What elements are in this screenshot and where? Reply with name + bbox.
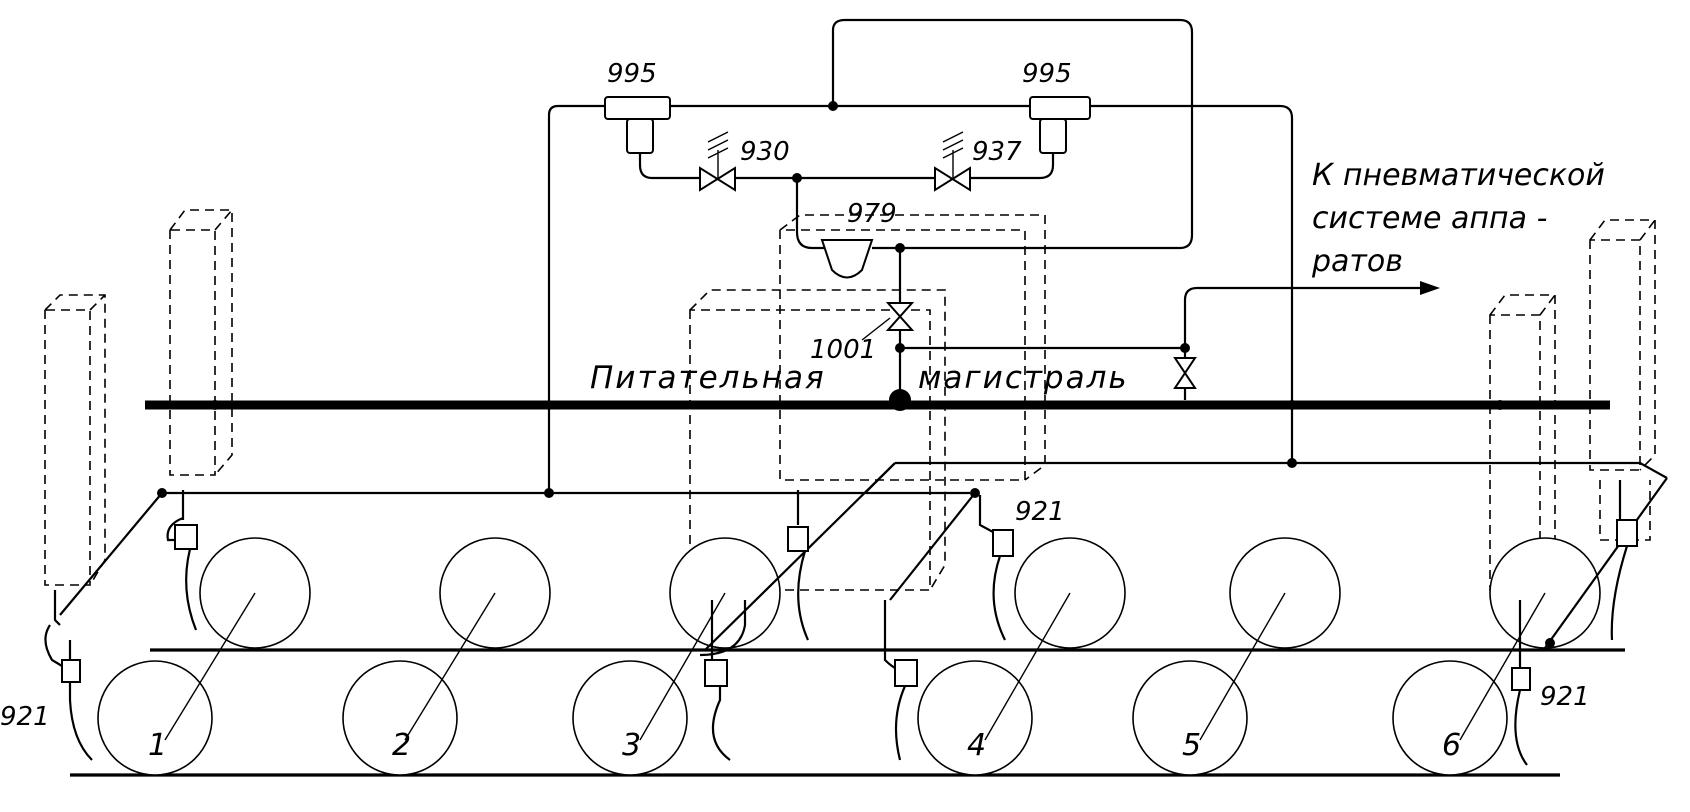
label-937: 937: [972, 137, 1022, 167]
label-979: 979: [847, 199, 897, 229]
label-930: 930: [740, 137, 790, 167]
axle-links: [164, 592, 1546, 741]
wheel-numbers: 1 2 3 4 5 6: [148, 728, 1461, 763]
labels: 995 995 930 937 979 1001 921 921 921 К п…: [0, 59, 1605, 732]
valve-930: [699, 166, 736, 192]
pneumatic-note-line-1: К пневматической: [1312, 158, 1605, 193]
pneumatic-note-line-3: ратов: [1311, 244, 1403, 279]
unit-979: [820, 239, 874, 279]
sand-bunkers: [44, 209, 1656, 591]
sand-control-line: [157, 458, 1640, 498]
wheelset-number: 6: [1442, 728, 1461, 763]
valve-995-left: [604, 96, 671, 120]
label-921-left: 921: [0, 702, 50, 732]
wheel-lower-4: [917, 660, 1033, 776]
label-995-left: 995: [607, 59, 657, 89]
main-line-label-left: Питательная: [590, 360, 826, 396]
wheelset-number: 1: [148, 728, 167, 763]
control-circuit: [547, 18, 1440, 493]
label-995-right: 995: [1022, 59, 1072, 89]
valve-995-right: [1029, 96, 1091, 120]
wheelset-number: 3: [622, 728, 641, 763]
main-feed-line: Питательная магистраль: [145, 360, 1610, 411]
wheelset-number: 2: [392, 728, 411, 763]
label-921-right: 921: [1540, 682, 1590, 712]
wheel-lower-6: [1392, 660, 1508, 776]
branch-valve: [1173, 357, 1197, 389]
valve-937: [934, 166, 971, 192]
upper-wheel-row: [199, 537, 1601, 649]
rails: [70, 648, 1625, 777]
wheel-lower-2: [342, 660, 458, 776]
feed-diagonals: [59, 462, 1668, 651]
wheel-lower-3: [572, 660, 688, 776]
label-921-mid: 921: [1015, 497, 1065, 527]
wheelset-number: 4: [967, 728, 986, 763]
wheel-lower-5: [1132, 660, 1248, 776]
sander-valves: [44, 480, 1638, 766]
wheelset-number: 5: [1182, 728, 1201, 763]
pneumatic-note-line-2: системе аппа -: [1312, 201, 1547, 236]
lower-wheel-row: [97, 660, 1508, 776]
main-line-label-right: магистраль: [918, 360, 1129, 396]
wheel-lower-1: [97, 660, 213, 776]
valve-1001: [885, 302, 915, 331]
label-1001: 1001: [810, 335, 876, 365]
